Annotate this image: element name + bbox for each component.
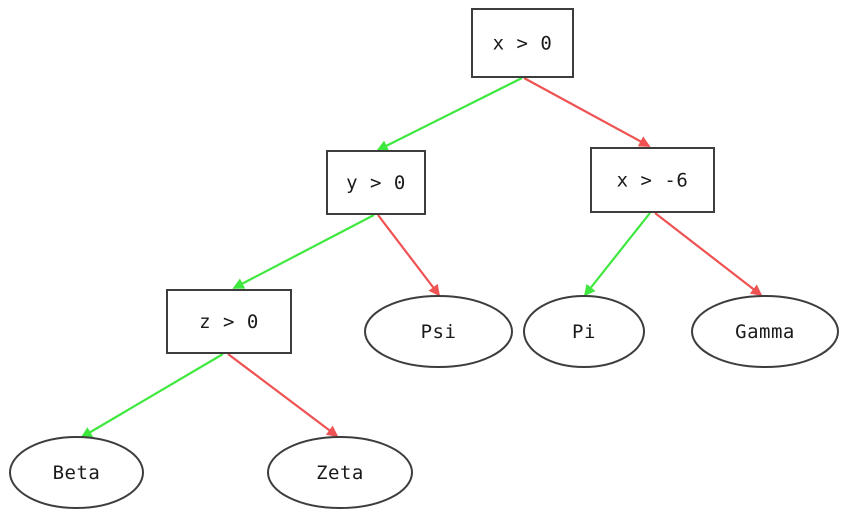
node-root[interactable]: x > 0	[471, 8, 574, 78]
node-ellipse-beta	[9, 436, 144, 509]
edge-false-x_gt_m6-to-gamma	[654, 212, 763, 297]
node-y_gt_0[interactable]: y > 0	[326, 150, 426, 215]
node-beta[interactable]: Beta	[9, 436, 144, 509]
node-box-root	[471, 8, 574, 78]
node-z_gt_0[interactable]: z > 0	[166, 289, 292, 354]
node-label-x_gt_m6: x > -6	[617, 170, 689, 192]
node-label-psi: Psi	[421, 321, 457, 343]
edge-true-z_gt_0-to-beta	[80, 353, 224, 438]
node-gamma[interactable]: Gamma	[691, 295, 839, 368]
node-zeta[interactable]: Zeta	[267, 436, 413, 509]
node-pi[interactable]: Pi	[523, 295, 645, 368]
edge-true-root-to-y_gt_0	[376, 77, 523, 151]
node-label-pi: Pi	[572, 321, 596, 343]
node-ellipse-zeta	[267, 436, 413, 509]
edge-true-x_gt_m6-to-pi	[583, 212, 651, 297]
node-label-gamma: Gamma	[735, 321, 795, 343]
node-psi[interactable]: Psi	[364, 295, 513, 368]
node-box-z_gt_0	[166, 289, 292, 354]
edge-layer	[80, 77, 763, 438]
node-label-root: x > 0	[493, 33, 553, 55]
edge-false-root-to-x_gt_m6	[523, 77, 651, 147]
node-ellipse-psi	[364, 295, 513, 368]
node-ellipse-pi	[523, 295, 645, 368]
node-label-y_gt_0: y > 0	[346, 172, 406, 194]
node-x_gt_m6[interactable]: x > -6	[590, 147, 715, 213]
node-box-y_gt_0	[326, 150, 426, 215]
edge-true-y_gt_0-to-z_gt_0	[232, 214, 375, 289]
node-label-zeta: Zeta	[316, 462, 364, 484]
edge-false-y_gt_0-to-psi	[377, 214, 441, 297]
edge-false-z_gt_0-to-zeta	[227, 353, 339, 438]
node-label-z_gt_0: z > 0	[199, 311, 259, 333]
node-ellipse-gamma	[691, 295, 839, 368]
node-box-x_gt_m6	[590, 147, 715, 213]
node-label-beta: Beta	[53, 462, 101, 484]
